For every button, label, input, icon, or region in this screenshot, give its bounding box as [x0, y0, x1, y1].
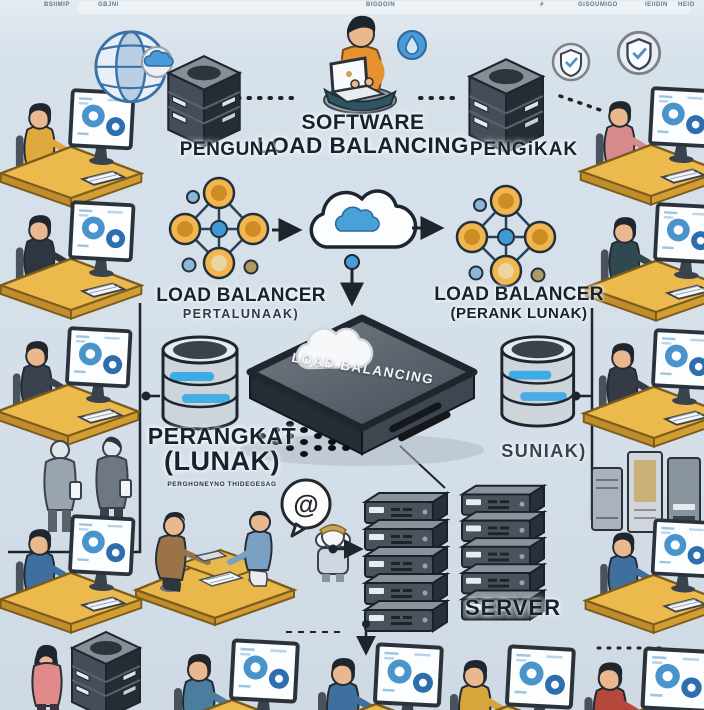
person-at-desk — [581, 88, 704, 204]
cloud-to-device-arrow — [340, 254, 364, 307]
label-load-balancer-left: LOAD BALANCER PERTALUNAAK) — [140, 285, 342, 321]
meeting-table — [136, 511, 294, 625]
standing-person — [31, 643, 63, 710]
artifact-text: GISOUMIGO — [578, 2, 618, 8]
person-at-desk — [302, 644, 450, 710]
lb-right-subtitle: (PERANK LUNAK) — [450, 304, 588, 322]
shield-badge-icon — [551, 42, 591, 82]
software-line1: PERANGKAT — [147, 423, 297, 449]
rack-down-arrow — [356, 620, 376, 656]
database-connectors — [141, 391, 592, 401]
person-at-desk — [158, 640, 306, 710]
cloud-icon — [309, 189, 418, 249]
droplet-badge-icon — [397, 30, 427, 60]
artifact-text: IEIIDIN — [645, 2, 668, 8]
label-load-balancer-right: LOAD BALANCER (PERANK LUNAK) — [422, 284, 616, 322]
software-line2: (LUNAK) — [164, 446, 280, 477]
label-software: PERANGKAT (LUNAK) PERGHONEYNO THIDEGESAG — [128, 423, 316, 489]
title-line1: SOFTWARE — [301, 111, 425, 134]
lb-left-title: LOAD BALANCER — [156, 285, 326, 306]
label-right-sub: SUNIAK) — [501, 441, 587, 461]
top-artifact-band — [78, 1, 690, 14]
person-at-desk — [434, 646, 582, 710]
person-at-desk — [1, 202, 142, 318]
server-tower-icon — [71, 631, 141, 710]
server-tower-icon — [167, 55, 241, 148]
flow-arrows — [272, 216, 445, 242]
lb-left-subtitle: PERTALUNAAK) — [182, 306, 300, 321]
person-with-laptop — [324, 16, 396, 113]
diagram-title: SOFTWARE LOAD BALANCING — [246, 111, 480, 158]
label-users-left: PENGUNA — [179, 139, 279, 160]
network-diagram-icon — [168, 176, 270, 280]
artifact-text: GBJNI — [98, 2, 119, 8]
label-server: SERVER — [464, 595, 562, 620]
person-at-desk — [586, 520, 704, 633]
shield-badge-icon — [616, 30, 662, 76]
label-users-right: PENGiKAK — [469, 139, 579, 160]
person-at-desk — [0, 328, 138, 444]
network-diagram-icon — [455, 184, 557, 288]
at-glyph: @ — [293, 489, 318, 519]
person-at-desk — [584, 330, 704, 446]
server-rack-icon — [365, 493, 447, 631]
artifact-text: # — [540, 2, 544, 8]
database-icon — [500, 335, 576, 428]
at-speech-icon: @ — [280, 478, 332, 538]
artifact-text: BSIIMIP — [44, 2, 70, 8]
person-at-desk — [1, 516, 142, 632]
load-balancer-device-icon — [240, 314, 484, 466]
person-at-desk — [568, 648, 704, 710]
person-at-desk — [1, 90, 142, 206]
meeting-arrow — [328, 539, 364, 559]
database-icon — [161, 335, 239, 431]
title-line2: LOAD BALANCING — [257, 132, 469, 158]
artifact-text: HEIO — [678, 2, 695, 8]
artifact-text: BIGDOIN — [366, 2, 396, 8]
software-caption: PERGHONEYNO THIDEGESAG — [167, 480, 277, 488]
lb-right-title: LOAD BALANCER — [434, 284, 604, 305]
